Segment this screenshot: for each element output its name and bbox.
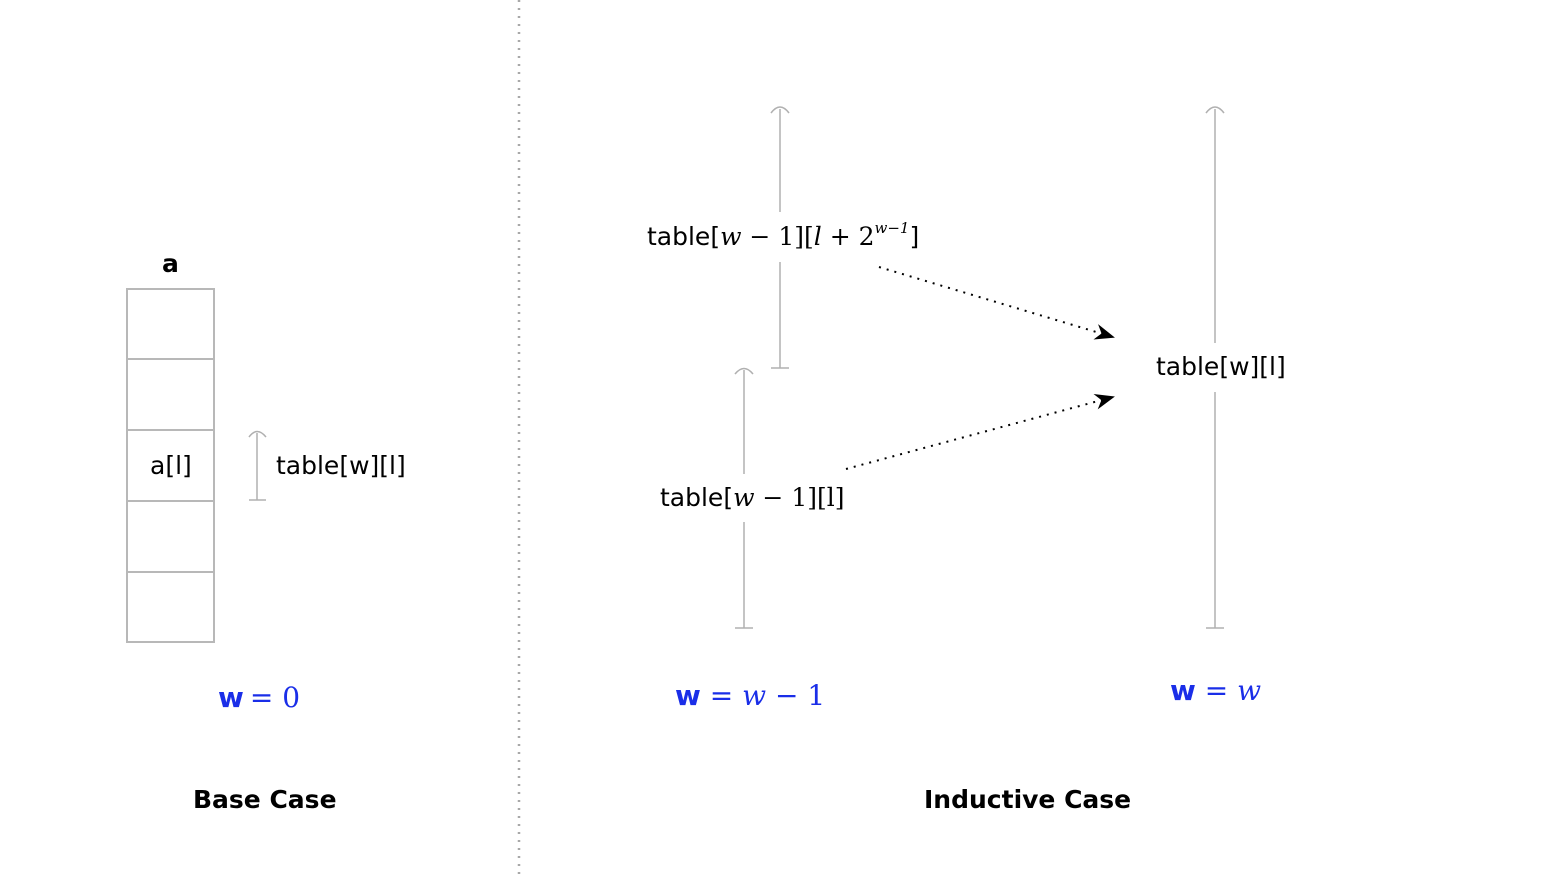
arrow-bottom-to-result: [845, 393, 1115, 470]
left-w-rest: − 1: [766, 679, 826, 712]
base-range-label: table[w][l]: [276, 451, 406, 480]
top-label-l: l: [813, 222, 822, 251]
inductive-case-caption: Inductive Case: [924, 785, 1132, 814]
left-w-italic: w: [742, 679, 767, 712]
w-symbol: w: [218, 681, 244, 714]
left-w-symbol: w: [675, 679, 701, 712]
base-case-caption: Base Case: [193, 785, 337, 814]
top-label-mid: − 1][: [741, 222, 814, 251]
result-range-bar: [1205, 106, 1225, 629]
top-label-prefix: table[: [647, 222, 721, 251]
base-range-bar: [248, 430, 267, 501]
bottom-label-end: − 1][l]: [754, 483, 845, 512]
right-w-equation: w = w: [1170, 677, 1261, 705]
top-label-end: ]: [909, 222, 920, 251]
left-w-eq: =: [700, 679, 743, 712]
bottom-range-bar: [734, 367, 754, 629]
bottom-label-w: w: [733, 483, 755, 512]
array-a: [126, 288, 215, 643]
w-value: = 0: [249, 681, 301, 714]
bottom-range-label: table[w − 1][l]: [660, 485, 845, 510]
base-w-equation: w= 0: [218, 684, 300, 712]
result-range-label: table[w][l]: [1156, 352, 1286, 381]
top-label-sup: w−1: [874, 219, 910, 237]
bottom-label-prefix: table[: [660, 483, 734, 512]
left-w-equation: w = w − 1: [675, 682, 825, 710]
top-range-bar: [770, 106, 790, 369]
array-label: a: [162, 249, 179, 278]
top-label-w: w: [720, 222, 742, 251]
array-cell-3: [126, 500, 215, 573]
array-cell-4: [126, 571, 215, 643]
arrow-top-to-result: [878, 266, 1115, 340]
top-label-plus: + 2: [821, 222, 875, 251]
array-cell-label: a[l]: [150, 451, 192, 480]
right-w-symbol: w: [1170, 674, 1196, 707]
right-w-italic: w: [1237, 674, 1262, 707]
array-cell-0: [126, 288, 215, 360]
array-cell-1: [126, 358, 215, 431]
right-w-eq: =: [1195, 674, 1238, 707]
top-range-label: table[w − 1][l + 2w−1]: [647, 221, 920, 251]
